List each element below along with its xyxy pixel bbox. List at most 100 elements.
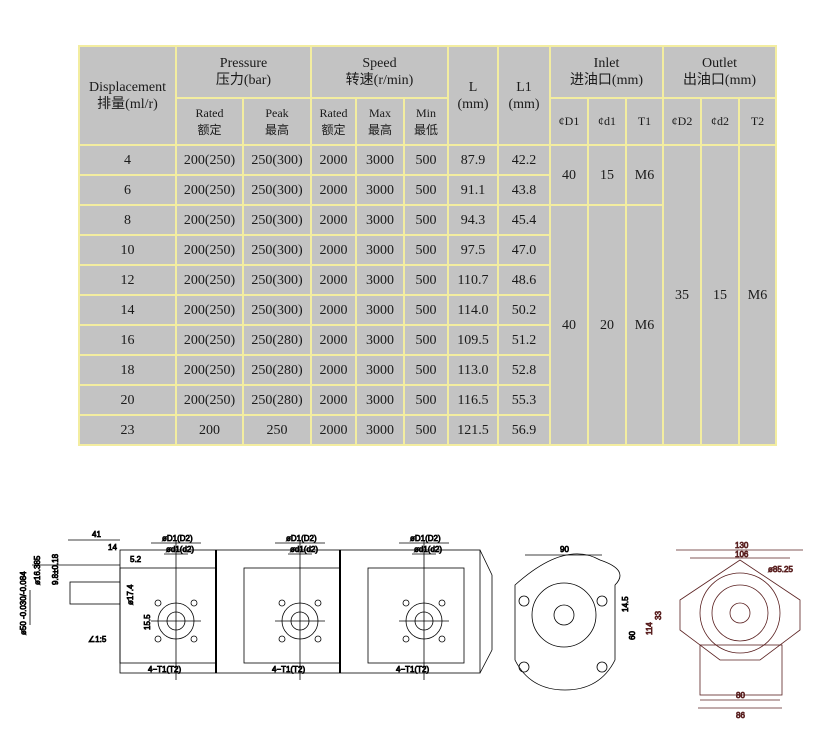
table-cell: 87.9 bbox=[447, 144, 499, 176]
table-cell: 3000 bbox=[355, 354, 405, 386]
table-cell: 200(250) bbox=[175, 204, 244, 236]
outlet-cell: 35 bbox=[662, 144, 702, 446]
table-cell: 12 bbox=[78, 264, 177, 296]
table-cell: 200(250) bbox=[175, 354, 244, 386]
table-cell: 2000 bbox=[310, 294, 357, 326]
inlet-a-cell: 40 bbox=[549, 144, 589, 206]
port-view: øD1(D2) ød1(d2) 4−T1(T2) bbox=[119, 534, 217, 680]
table-cell: 50.2 bbox=[497, 294, 551, 326]
port-dd-label: ød1(d2) bbox=[290, 545, 318, 554]
table-cell: 23 bbox=[78, 414, 177, 446]
table-cell: 200(250) bbox=[175, 234, 244, 266]
header-d2: ¢D2 bbox=[662, 97, 702, 146]
table-cell: 250 bbox=[242, 414, 312, 446]
dim-14: 14 bbox=[108, 543, 117, 552]
port-d-label: øD1(D2) bbox=[162, 534, 193, 543]
table-cell: 51.2 bbox=[497, 324, 551, 356]
dim-d17: ø17.4 bbox=[126, 584, 135, 605]
table-cell: 250(280) bbox=[242, 384, 312, 416]
inlet-a-cell: M6 bbox=[625, 144, 664, 206]
header-t2: T2 bbox=[738, 97, 777, 146]
table-cell: 4 bbox=[78, 144, 177, 176]
outlet-cell: 15 bbox=[700, 144, 740, 446]
table-cell: 500 bbox=[403, 384, 449, 416]
table-cell: 200(250) bbox=[175, 324, 244, 356]
dim-d50: ø50 -0.030/-0.084 bbox=[19, 571, 28, 635]
table-cell: 43.8 bbox=[497, 174, 551, 206]
table-cell: 116.5 bbox=[447, 384, 499, 416]
dim-33: 33 bbox=[654, 611, 663, 620]
table-cell: 3000 bbox=[355, 174, 405, 206]
table-cell: 500 bbox=[403, 294, 449, 326]
dim-106: 106 bbox=[735, 550, 749, 559]
dim-d85: ø85.25 bbox=[768, 565, 793, 574]
table-cell: 18 bbox=[78, 354, 177, 386]
inlet-a-cell: 15 bbox=[587, 144, 627, 206]
dim-130: 130 bbox=[735, 541, 749, 550]
dim-90: 90 bbox=[560, 545, 569, 554]
table-cell: 250(300) bbox=[242, 294, 312, 326]
table-cell: 48.6 bbox=[497, 264, 551, 296]
table-cell: 2000 bbox=[310, 264, 357, 296]
outlet-cell: M6 bbox=[738, 144, 777, 446]
table-cell: 94.3 bbox=[447, 204, 499, 236]
table-cell: 3000 bbox=[355, 294, 405, 326]
table-cell: 250(300) bbox=[242, 204, 312, 236]
table-cell: 2000 bbox=[310, 354, 357, 386]
table-cell: 2000 bbox=[310, 234, 357, 266]
dim-14-5: 14.5 bbox=[621, 596, 630, 612]
table-cell: 250(280) bbox=[242, 354, 312, 386]
table-cell: 121.5 bbox=[447, 414, 499, 446]
table-cell: 250(300) bbox=[242, 144, 312, 176]
pump-drawings: øD1(D2) ød1(d2) 4−T1(T2) øD1(D2) ød1(d2)… bbox=[19, 530, 803, 720]
table-cell: 47.0 bbox=[497, 234, 551, 266]
table-cell: 56.9 bbox=[497, 414, 551, 446]
side-view-drawing: øD1(D2) ød1(d2) 4−T1(T2) øD1(D2) ød1(d2)… bbox=[19, 530, 493, 680]
table-cell: 250(300) bbox=[242, 174, 312, 206]
flange-view-drawing: 130 106 ø85.25 114 33 80 86 bbox=[645, 541, 803, 720]
table-cell: 3000 bbox=[355, 414, 405, 446]
table-cell: 2000 bbox=[310, 384, 357, 416]
table-cell: 250(300) bbox=[242, 264, 312, 296]
header-l1: L1(mm) bbox=[497, 45, 551, 146]
table-cell: 113.0 bbox=[447, 354, 499, 386]
port-d-label: øD1(D2) bbox=[410, 534, 441, 543]
table-cell: 114.0 bbox=[447, 294, 499, 326]
table-cell: 500 bbox=[403, 354, 449, 386]
port-dd-label: ød1(d2) bbox=[414, 545, 442, 554]
table-cell: 2000 bbox=[310, 144, 357, 176]
table-cell: 14 bbox=[78, 294, 177, 326]
dim-taper: ∠1:5 bbox=[88, 635, 107, 644]
table-cell: 2000 bbox=[310, 174, 357, 206]
table-cell: 200(250) bbox=[175, 174, 244, 206]
port-thread-label: 4−T1(T2) bbox=[148, 665, 181, 674]
dim-15-5: 15.5 bbox=[143, 614, 152, 630]
table-cell: 6 bbox=[78, 174, 177, 206]
table-cell: 500 bbox=[403, 174, 449, 206]
table-cell: 500 bbox=[403, 144, 449, 176]
inlet-b-cell: 20 bbox=[587, 204, 627, 446]
table-cell: 250(300) bbox=[242, 234, 312, 266]
port-dd-label: ød1(d2) bbox=[166, 545, 194, 554]
table-cell: 2000 bbox=[310, 324, 357, 356]
table-cell: 2000 bbox=[310, 204, 357, 236]
table-cell: 110.7 bbox=[447, 264, 499, 296]
table-cell: 91.1 bbox=[447, 174, 499, 206]
table-cell: 2000 bbox=[310, 414, 357, 446]
table-cell: 52.8 bbox=[497, 354, 551, 386]
